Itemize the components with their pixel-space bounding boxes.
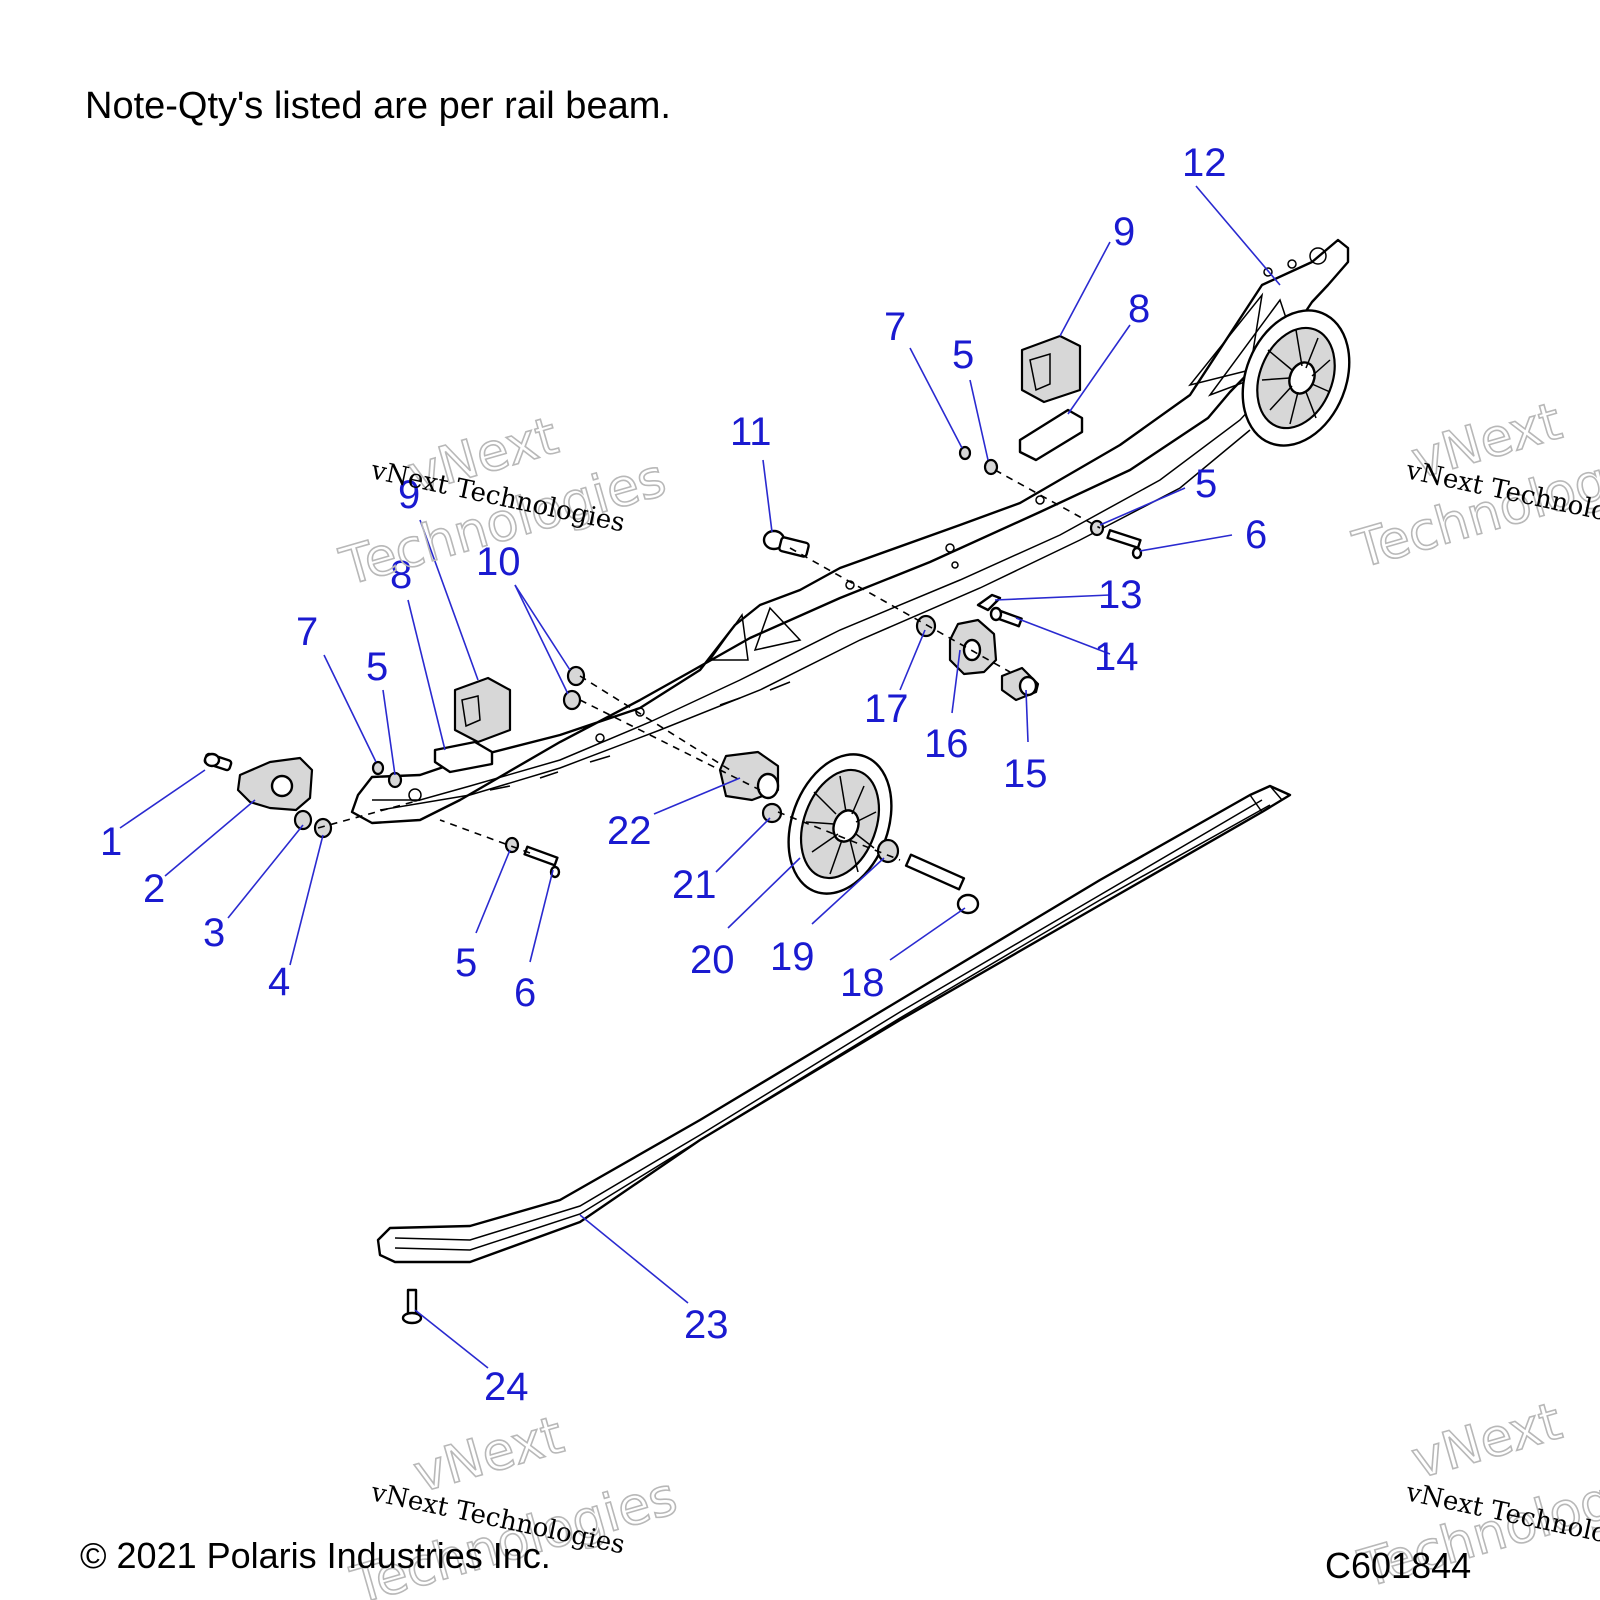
part-3-washer — [293, 809, 313, 831]
part-19-washer — [876, 838, 900, 864]
part-10-nut-upper — [566, 665, 586, 687]
part-13-clip — [976, 593, 1002, 612]
part-6-bolt-lower — [523, 845, 561, 879]
callout-5: 5 — [455, 941, 477, 985]
part-5-washer-rear — [983, 458, 999, 476]
assembly-lines — [317, 469, 1101, 861]
part-20-wheel — [787, 753, 893, 895]
slide-rail — [376, 784, 1292, 1264]
part-5-washer-lower — [504, 836, 520, 854]
part-9-bumper-rear — [1020, 334, 1082, 404]
callout-4: 4 — [268, 960, 290, 1004]
callout-16: 16 — [924, 722, 969, 766]
part-15-spacer — [1000, 666, 1040, 702]
part-16-hub — [948, 618, 998, 676]
callout-7: 7 — [296, 610, 318, 654]
callout-9: 9 — [1113, 210, 1135, 254]
part-5-washer-rear-lower — [1089, 519, 1105, 537]
callout-22: 22 — [607, 809, 652, 853]
part-5-washer-front — [387, 771, 403, 789]
callout-5: 5 — [952, 333, 974, 377]
callout-8: 8 — [1128, 287, 1150, 331]
callout-5: 5 — [1195, 462, 1217, 506]
callout-15: 15 — [1003, 752, 1048, 796]
callout-24: 24 — [484, 1365, 529, 1409]
callout-2: 2 — [143, 867, 165, 911]
copyright-text: © 2021 Polaris Industries Inc. — [80, 1535, 551, 1576]
part-4-nut — [313, 817, 333, 839]
callout-20: 20 — [690, 938, 735, 982]
part-6-bolt-rear — [1106, 529, 1143, 560]
part-2-cap — [236, 756, 314, 812]
rear-idler-wheel — [1241, 309, 1351, 447]
part-21-bushing — [761, 802, 783, 824]
figure-code: C601844 — [1325, 1545, 1471, 1586]
callout-9: 9 — [398, 473, 420, 517]
callout-12: 12 — [1182, 141, 1227, 185]
callout-17: 17 — [864, 687, 909, 731]
callout-7: 7 — [884, 305, 906, 349]
leader-lines — [119, 185, 1281, 1369]
part-7-nut-front — [371, 760, 385, 776]
callout-19: 19 — [770, 935, 815, 979]
callout-3: 3 — [203, 911, 225, 955]
callout-18: 18 — [840, 961, 885, 1005]
part-9-bumper-front — [453, 676, 512, 744]
callout-11: 11 — [730, 410, 772, 454]
note-text: Note-Qty's listed are per rail beam. — [85, 85, 671, 127]
callout-23: 23 — [684, 1303, 729, 1347]
part-22-spacer — [718, 750, 780, 802]
part-7-nut-rear — [958, 445, 972, 461]
part-14-pin — [989, 606, 1023, 628]
part-8-block-front — [433, 740, 494, 774]
callout-6: 6 — [514, 971, 536, 1015]
callout-6: 6 — [1245, 513, 1267, 557]
part-24-screw — [401, 1288, 423, 1325]
part-8-block-rear — [1018, 408, 1084, 462]
part-10-nut-lower — [562, 689, 582, 711]
callout-numbers: 1 2 3 4 7 5 8 9 10 5 6 11 7 5 9 8 12 5 6… — [100, 141, 1267, 1409]
part-11-bolt — [762, 529, 810, 558]
callout-10: 10 — [476, 540, 521, 584]
callout-5: 5 — [366, 645, 388, 689]
part-17-washer — [915, 614, 937, 638]
callout-13: 13 — [1098, 573, 1143, 617]
callout-8: 8 — [390, 553, 412, 597]
callout-1: 1 — [100, 820, 122, 864]
part-18-bolt — [904, 853, 980, 915]
callout-14: 14 — [1094, 635, 1139, 679]
svg-text:vNext: vNext — [1405, 1392, 1568, 1492]
callout-21: 21 — [672, 863, 717, 907]
part-1-bolt — [203, 752, 233, 772]
